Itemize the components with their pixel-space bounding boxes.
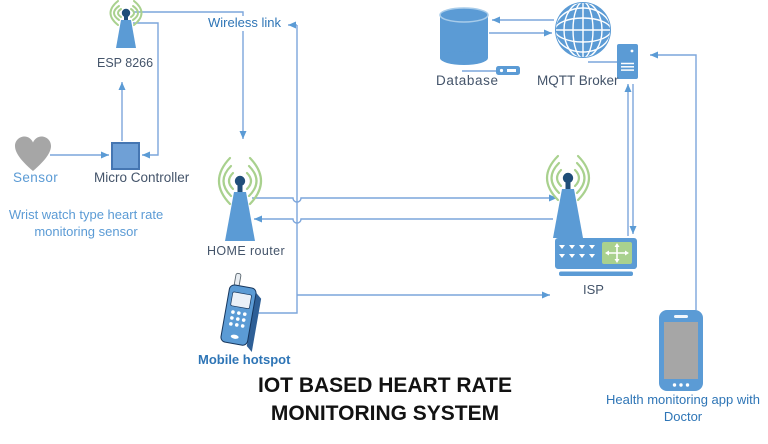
edge-app-to-server [650, 51, 697, 310]
microcontroller-chip-icon [111, 142, 140, 170]
sensor-label: Sensor [13, 170, 59, 185]
wireless-link-label: Wireless link [206, 15, 283, 31]
title-line1: IOT BASED HEART RATE [258, 374, 512, 397]
health-app-line1: Health monitoring app with [606, 392, 760, 407]
wrist-note-line2: monitoring sensor [34, 224, 138, 239]
edge-router-to-isp [252, 194, 557, 203]
routing-symbol-icon [602, 242, 632, 264]
mobile-phone-icon [220, 272, 262, 352]
mqtt-broker-label: MQTT Broker [537, 73, 619, 88]
database-cylinder-icon [439, 7, 520, 75]
isp-port-marks [559, 245, 595, 258]
title-line2: MONITORING SYSTEM [270, 402, 500, 425]
isp-router-icon [545, 154, 637, 276]
server-tower-icon [617, 44, 638, 79]
edge-isp-to-router [254, 215, 553, 224]
smartphone-icon [659, 310, 703, 391]
db-remote-icon [496, 66, 520, 75]
isp-label: ISP [583, 282, 604, 297]
health-app-label: Health monitoring app with Doctor [600, 391, 766, 425]
esp-antenna-icon [109, 0, 143, 48]
esp8266-label: ESP 8266 [97, 56, 154, 70]
edge-esp-to-router [134, 11, 247, 139]
mobile-hotspot-label: Mobile hotspot [198, 352, 291, 367]
health-app-line2: Doctor [663, 409, 703, 424]
diagram-title: IOT BASED HEART RATE MONITORING SYSTEM [240, 372, 530, 428]
micro-controller-label: Micro Controller [94, 170, 190, 185]
database-label: Database [436, 73, 499, 88]
heart-sensor-icon [15, 136, 51, 171]
wifi-waves-icon [109, 0, 143, 26]
home-router-antenna-icon [217, 156, 263, 241]
wrist-note-line1: Wrist watch type heart rate [8, 207, 164, 222]
wifi-waves-icon [545, 154, 591, 202]
globe-icon [555, 2, 611, 58]
edge-hotspot-riser [253, 25, 298, 314]
wrist-watch-note: Wrist watch type heart rate monitoring s… [0, 206, 172, 240]
home-router-label: HOME router [207, 244, 286, 258]
edge-esp-to-mc [133, 22, 159, 159]
wifi-waves-icon [217, 156, 263, 206]
connector-lines [50, 11, 697, 314]
